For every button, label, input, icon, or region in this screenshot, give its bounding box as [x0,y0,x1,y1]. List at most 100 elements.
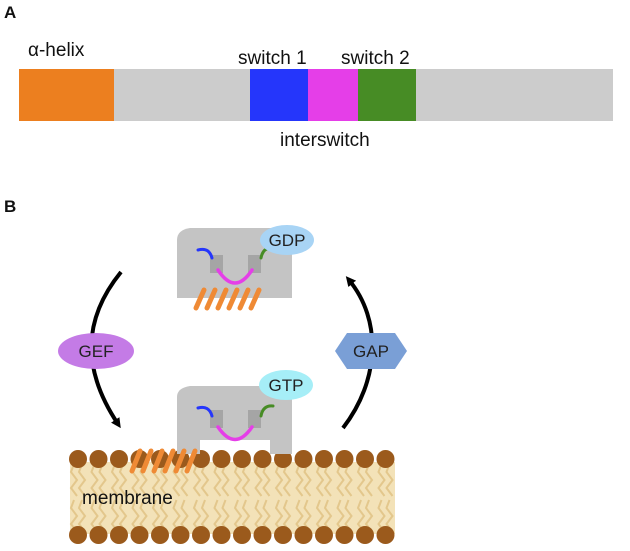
lipid-tail-upper [262,463,271,497]
gef-pill [58,333,134,369]
lipid-head-top [110,450,128,468]
interswitch-loop [216,425,254,442]
lipid-tail-lower [151,499,161,533]
lipid-tail-lower [131,499,140,533]
switch1-segment [250,69,308,121]
lipid-head-top [274,450,292,468]
gdp-label: GDP [269,231,306,250]
membrane-core [70,462,395,534]
gdp-pill [260,225,314,255]
membrane: membrane [69,450,395,544]
lipid-tail-lower [295,499,304,533]
lipid-tail-lower [69,499,79,533]
gtp-label: GTP [269,376,304,395]
lipid-heads-bottom [69,526,395,544]
lipid-head-top [253,450,272,468]
lipid-tail-upper [377,463,386,497]
lipid-tail-lower [274,499,284,533]
lipid-tail-upper [356,463,366,497]
lipid-tail-upper [180,463,189,497]
membrane-label: membrane [82,488,173,509]
pocket-left [210,255,223,273]
lipid-tail-upper [233,463,243,497]
lipid-tail-upper [385,463,394,497]
lipid-head-bottom [89,526,108,544]
lipid-head-top [192,450,210,468]
lipid-head-bottom [212,526,231,544]
lipid-tail-upper [221,463,230,497]
interswitch-label: interswitch [280,130,370,151]
lipid-head-bottom [130,526,149,544]
lipid-head-bottom [69,526,87,544]
domain-bar [19,69,613,121]
lipid-head-bottom [376,526,395,544]
lipid-head-bottom [356,526,374,544]
lipid-head-top [294,450,313,468]
lipid-head-top [212,450,231,468]
lipid-tail-upper [274,463,284,497]
lipid-tail-upper [323,463,333,497]
switch1-loop [196,247,214,260]
lipid-tail-lower [336,499,345,533]
lipid-tail-upper [77,463,87,497]
gap-badge [335,333,407,369]
lipid-tail-upper [192,463,202,497]
lipid-head-bottom [192,526,210,544]
interswitch-loop [216,268,254,285]
lipid-tail-upper [303,463,312,497]
helix-coil-membrane [129,448,198,474]
lipid-tail-upper [282,463,292,497]
lipid-head-top [69,450,87,468]
helix-label: α-helix [28,40,85,61]
lipid-head-bottom [253,526,272,544]
lipid-head-bottom [294,526,313,544]
helix-segment [19,69,114,121]
interswitch-segment [308,69,358,121]
lipid-tail-upper [364,463,374,497]
lipid-tail-lower [233,499,243,533]
lipid-head-bottom [110,526,128,544]
lipid-tail-upper [336,463,345,497]
pocket-right [248,410,261,428]
lipid-tail-upper [98,463,107,497]
lipid-head-top [89,450,108,468]
lipid-tail-upper [241,463,251,497]
helix-coil-top [193,287,262,311]
switch2-label: switch 2 [341,48,410,69]
lipid-tail-upper [213,463,222,497]
lipid-tail-lower [172,499,181,533]
lipid-tail-upper [69,463,79,497]
lipid-tail-upper [110,463,120,497]
lipid-tail-upper [295,463,304,497]
panel-a-letter: A [4,3,16,22]
lipid-tail-lower [254,499,263,533]
lipid-head-top [315,450,333,468]
switch2-segment [358,69,416,121]
lipid-tail-lower [192,499,202,533]
gap-label: GAP [353,342,389,361]
gef-label: GEF [79,342,114,361]
lipid-heads-top [69,450,395,468]
gdp-bound-protein: GDP [177,225,314,311]
lipid-head-top [233,450,251,468]
lipid-tail-upper [315,463,325,497]
lipid-tail-lower [377,499,386,533]
protein-body [177,386,292,454]
pocket-left [210,410,223,428]
lipid-head-bottom [315,526,333,544]
lipid-tail-upper [200,463,210,497]
lipid-head-bottom [274,526,292,544]
lipid-tail-lower [90,499,99,533]
gtp-bound-protein: GTP [177,370,313,454]
lipid-tail-lower [356,499,366,533]
lipid-tail-upper [159,463,169,497]
lipid-head-top [356,450,374,468]
panel-b-letter: B [4,197,16,216]
lipid-tail-lower [110,499,120,533]
lipid-head-bottom [335,526,354,544]
lipid-head-top [376,450,395,468]
switch1-loop [196,405,214,418]
lipid-tail-upper [90,463,99,497]
lipid-tail-upper [254,463,263,497]
